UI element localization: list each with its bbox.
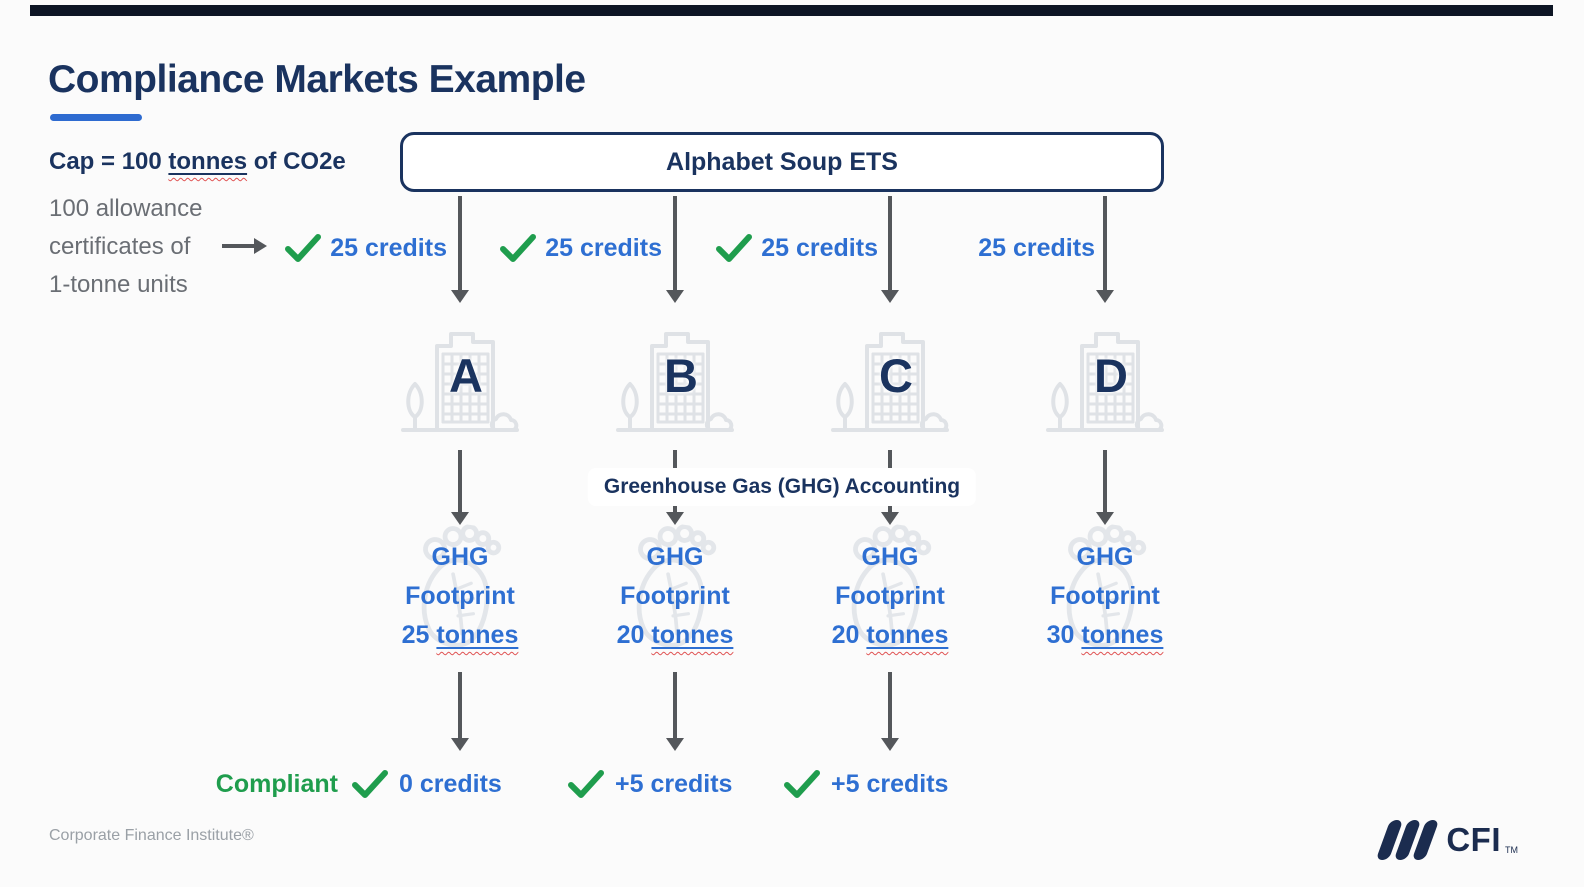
down-arrow-head-allocation-c xyxy=(881,290,899,303)
footprint-d-amount: 30 tonnes xyxy=(1046,621,1164,649)
cfi-logo: CFI TM xyxy=(1376,820,1518,860)
cfi-logo-tm: TM xyxy=(1505,845,1518,855)
footprint-icon xyxy=(611,517,739,671)
ets-box: Alphabet Soup ETS xyxy=(400,132,1164,192)
down-arrow-result-b xyxy=(673,672,677,738)
down-arrow-accounting-a xyxy=(458,450,462,512)
down-arrow-head-allocation-b xyxy=(666,290,684,303)
footprint-c-line2: Footprint xyxy=(835,582,945,610)
allocation-credit-d: 25 credits xyxy=(978,229,1095,267)
footprint-d: GHG Footprint 30 tonnes xyxy=(995,523,1215,655)
footprint-icon xyxy=(826,517,954,671)
down-arrow-result-c xyxy=(888,672,892,738)
check-icon xyxy=(784,769,820,799)
footprint-icon xyxy=(1041,517,1169,671)
footprint-a-amount: 25 tonnes xyxy=(401,621,519,649)
down-arrow-head-accounting-a xyxy=(451,512,469,525)
company-a-letter: A xyxy=(449,349,483,402)
result-c-label: +5 credits xyxy=(831,769,949,798)
down-arrow-allocation-c xyxy=(888,196,892,290)
company-d-letter: D xyxy=(1094,349,1128,402)
allocation-credit-c: 25 credits xyxy=(716,229,878,267)
footprint-d-line2: Footprint xyxy=(1050,582,1160,610)
result-b: +5 credits xyxy=(568,764,732,804)
check-icon xyxy=(500,233,537,263)
company-c-letter: C xyxy=(879,349,913,402)
cap-note-line2: certificates of xyxy=(49,233,191,260)
footer-credit: Corporate Finance Institute® xyxy=(49,827,254,844)
down-arrow-head-allocation-d xyxy=(1096,290,1114,303)
footprint-icon xyxy=(396,517,524,671)
company-a-building: A xyxy=(395,316,525,440)
down-arrow-head-accounting-b xyxy=(666,512,684,525)
down-arrow-head-result-b xyxy=(666,738,684,751)
down-arrow-allocation-b xyxy=(673,196,677,290)
result-b-label: +5 credits xyxy=(615,769,733,798)
right-arrow-icon xyxy=(222,244,256,248)
allocation-credit-c-label: 25 credits xyxy=(761,233,878,262)
cap-heading: Cap = 100 tonnes of CO2e xyxy=(49,148,346,176)
footprint-a: GHG Footprint 25 tonnes xyxy=(350,523,570,655)
footprint-c: GHG Footprint 20 tonnes xyxy=(780,523,1000,655)
company-b-letter: B xyxy=(664,349,698,402)
cap-heading-pre: Cap = 100 xyxy=(49,148,169,175)
check-icon xyxy=(352,769,388,799)
down-arrow-head-result-c xyxy=(881,738,899,751)
footprint-b-line1: GHG xyxy=(646,543,704,571)
page-title: Compliance Markets Example xyxy=(48,58,586,101)
cap-note: 100 allowance certificates of 1-tonne un… xyxy=(49,190,202,304)
down-arrow-accounting-d xyxy=(1103,450,1107,512)
check-icon xyxy=(568,769,604,799)
down-arrow-head-result-a xyxy=(451,738,469,751)
down-arrow-result-a xyxy=(458,672,462,738)
footprint-c-line1: GHG xyxy=(861,543,919,571)
footprint-b-line2: Footprint xyxy=(620,582,730,610)
footprint-a-line1: GHG xyxy=(431,543,489,571)
footprint-b-amount: 20 tonnes xyxy=(616,621,734,649)
right-arrow-head-icon xyxy=(254,238,267,254)
ghg-accounting-label: Greenhouse Gas (GHG) Accounting xyxy=(587,468,977,506)
allocation-credit-b: 25 credits xyxy=(500,229,662,267)
ets-box-label: Alphabet Soup ETS xyxy=(666,147,898,176)
down-arrow-allocation-a xyxy=(458,196,462,290)
down-arrow-allocation-d xyxy=(1103,196,1107,290)
cap-note-line3: 1-tonne units xyxy=(49,271,188,298)
top-accent-bar xyxy=(30,5,1553,16)
down-arrow-head-accounting-c xyxy=(881,512,899,525)
cap-note-line1: 100 allowance xyxy=(49,195,203,222)
allocation-credit-a-label: 25 credits xyxy=(330,233,447,262)
footprint-d-line1: GHG xyxy=(1076,543,1134,571)
cfi-logo-bars-icon xyxy=(1376,820,1440,860)
footprint-b: GHG Footprint 20 tonnes xyxy=(565,523,785,655)
allocation-credit-b-label: 25 credits xyxy=(545,233,662,262)
result-c: +5 credits xyxy=(784,764,948,804)
company-c-building: C xyxy=(825,316,955,440)
allocation-credit-a: 25 credits xyxy=(285,229,447,267)
compliant-label: Compliant xyxy=(215,770,338,798)
company-b-building: B xyxy=(610,316,740,440)
title-underline-accent xyxy=(50,114,142,121)
company-d-building: D xyxy=(1040,316,1170,440)
cap-heading-post: of CO2e xyxy=(247,148,346,175)
cap-heading-unit-wavy: tonnes xyxy=(168,148,248,175)
check-icon xyxy=(285,233,322,263)
check-icon xyxy=(716,233,753,263)
down-arrow-head-allocation-a xyxy=(451,290,469,303)
down-arrow-head-accounting-d xyxy=(1096,512,1114,525)
result-a: 0 credits xyxy=(352,764,502,804)
footprint-a-line2: Footprint xyxy=(405,582,515,610)
footprint-c-amount: 20 tonnes xyxy=(831,621,949,649)
cfi-logo-text: CFI xyxy=(1446,821,1501,858)
result-a-label: 0 credits xyxy=(399,769,502,798)
allocation-credit-d-label: 25 credits xyxy=(978,233,1095,262)
